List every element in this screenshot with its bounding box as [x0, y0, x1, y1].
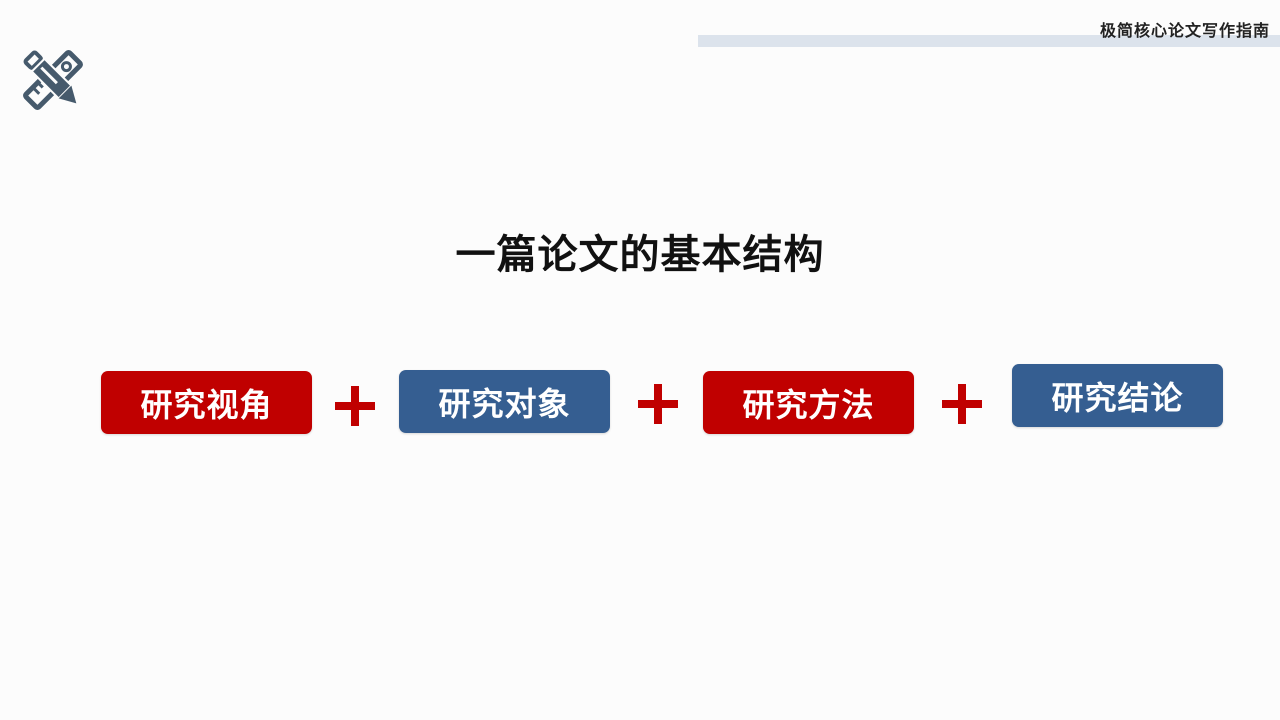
plus-icon [638, 384, 678, 424]
header-bar [698, 35, 1280, 47]
page-title: 一篇论文的基本结构 [455, 232, 825, 278]
box-research-method: 研究方法 [703, 371, 914, 434]
plus-icon [942, 384, 982, 424]
box-research-object: 研究对象 [399, 370, 610, 433]
box-research-perspective: 研究视角 [101, 371, 312, 434]
pencil-ruler-icon [18, 44, 88, 116]
plus-icon [335, 386, 375, 426]
box-research-conclusion: 研究结论 [1012, 364, 1223, 427]
header-title: 极简核心论文写作指南 [1099, 21, 1270, 40]
